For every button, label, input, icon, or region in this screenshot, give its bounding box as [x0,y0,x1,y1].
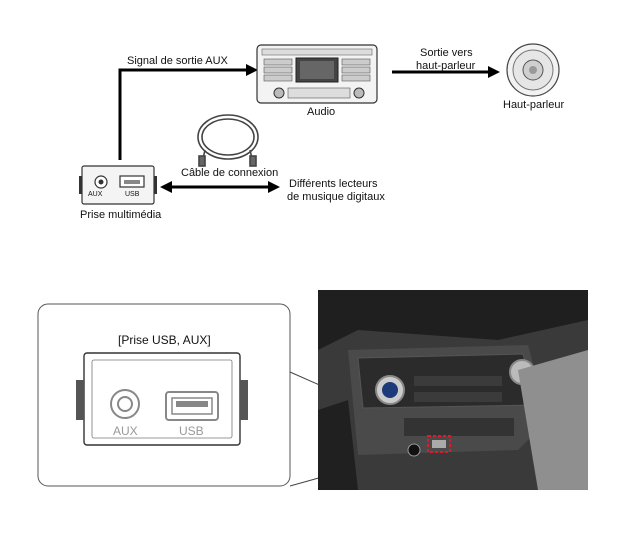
speaker-out-label-2: haut-parleur [416,60,476,72]
small-aux-label: AUX [88,191,103,198]
players-label-2: de musique digitaux [287,191,385,203]
highlight-usb-aux [427,435,451,453]
usb-port-label: USB [179,424,204,438]
audio-label: Audio [307,106,336,118]
callout-title: [Prise USB, AUX] [118,333,211,347]
console-photo [318,290,588,490]
aux-signal-arrow [118,64,258,160]
players-double-arrow [160,181,280,193]
speaker-out-label-1: Sortie vers [420,47,473,59]
console-photo-art [318,290,588,490]
speaker-out-arrow [392,66,500,78]
callout-box [37,303,291,487]
cable-drawing [197,114,259,167]
multimedia-port-drawing [79,165,157,205]
aux-signal-label: Signal de sortie AUX [127,55,228,67]
speaker-drawing [506,43,560,97]
port-label: Prise multimédia [80,209,162,221]
speaker-label: Haut-parleur [503,99,565,111]
small-usb-label: USB [125,191,140,198]
players-label-1: Différents lecteurs [289,178,378,190]
audio-unit-drawing [256,44,378,104]
cable-label: Câble de connexion [181,167,279,179]
aux-jack-label: AUX [113,424,138,438]
